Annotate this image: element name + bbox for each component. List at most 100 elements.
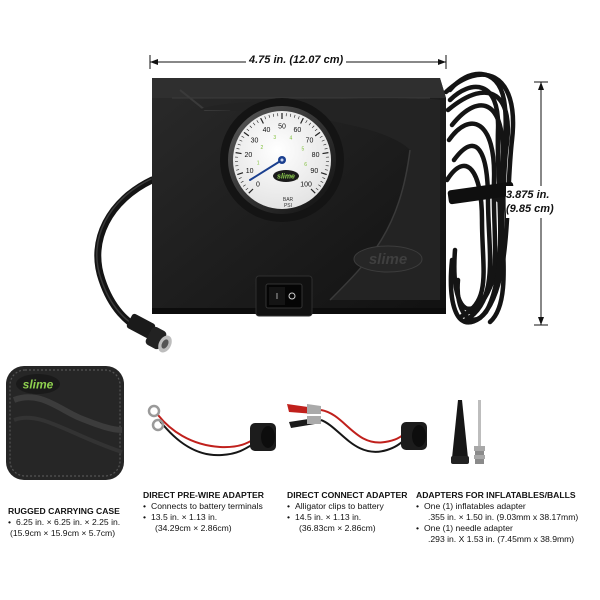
- gauge-brand-badge: [273, 170, 299, 182]
- gauge-minor-tick: [249, 125, 253, 129]
- gauge-psi-label: 20: [245, 152, 253, 159]
- gauge-needle: [249, 159, 283, 181]
- case-brand-text: slime: [23, 378, 54, 392]
- case-brand-badge: [16, 374, 60, 394]
- direct-caption-title: DIRECT CONNECT ADAPTER: [287, 490, 408, 500]
- height-dimension-label: 3.875 in. (9.85 cm): [506, 186, 554, 218]
- gauge-minor-tick: [239, 139, 243, 142]
- svg-text:slime: slime: [369, 251, 407, 268]
- inflatables-adapter: [451, 400, 469, 464]
- gauge-bar-label: 3: [273, 135, 276, 141]
- gauge-minor-tick: [308, 122, 312, 126]
- gauge-bar-label: 5: [302, 146, 305, 152]
- gauge-major-tick: [320, 172, 327, 176]
- gauge-minor-tick: [246, 128, 250, 132]
- gauge-minor-tick: [236, 169, 240, 171]
- adapters-caption-line: .355 in. × 1.50 in. (9.03mm x 38.17mm): [428, 512, 579, 522]
- prewire-caption-line: (34.29cm × 2.86cm): [155, 523, 232, 533]
- gauge-psi-label: 10: [246, 168, 254, 175]
- compressor-brand-logo: slime: [353, 245, 423, 273]
- case-caption-title: RUGGED CARRYING CASE: [8, 506, 120, 516]
- gauge-psi-label: 60: [294, 127, 302, 134]
- power-switch[interactable]: I: [255, 275, 313, 317]
- gauge-major-tick: [248, 188, 254, 194]
- gauge-minor-tick: [238, 177, 242, 179]
- gauge-minor-tick: [305, 120, 308, 124]
- adapters-caption-line: One (1) inflatables adapter: [416, 501, 578, 512]
- height-label-in: 3.875 in.: [506, 189, 550, 201]
- case-caption: RUGGED CARRYING CASE 6.25 in. × 6.25 in.…: [8, 506, 120, 539]
- gauge-minor-tick: [297, 116, 300, 120]
- case-caption-line: 6.25 in. × 6.25 in. × 2.25 in.: [8, 517, 120, 528]
- needle-adapter: [474, 400, 485, 464]
- case-caption-line: (15.9cm × 15.9cm × 5.7cm): [10, 528, 116, 538]
- prewire-caption-line: 13.5 in. × 1.13 in.: [143, 512, 264, 523]
- prewire-adapter: [147, 404, 276, 457]
- gauge-minor-tick: [318, 184, 322, 187]
- gauge-psi-label: 70: [306, 138, 314, 145]
- inflation-adapters: [451, 400, 485, 464]
- gauge-psi-label: 30: [251, 138, 259, 145]
- gauge-major-tick: [310, 188, 316, 194]
- gauge-bar-label: 1: [257, 160, 260, 166]
- gauge-minor-tick: [311, 125, 315, 129]
- gauge-minor-tick: [242, 184, 246, 187]
- gauge-bar-label: 6: [304, 162, 307, 168]
- gauge-bar-label: 7: [296, 176, 299, 182]
- adapters-caption-line: .293 in. X 1.53 in. (7.45mm x 38.9mm): [428, 534, 575, 544]
- direct-caption-line: (36.83cm × 2.86cm): [299, 523, 376, 533]
- power-cord-coil: [443, 71, 516, 325]
- hose-chuck: [126, 313, 172, 353]
- gauge-minor-tick: [236, 148, 240, 150]
- gauge-minor-tick: [289, 113, 292, 117]
- direct-caption: DIRECT CONNECT ADAPTER Alligator clips t…: [287, 490, 407, 534]
- gauge-psi-label: 40: [263, 127, 271, 134]
- adapters-caption-line: One (1) needle adapter: [416, 523, 578, 534]
- gauge-unit-bar: BAR: [283, 197, 294, 203]
- gauge-bar-label: 2: [261, 145, 264, 151]
- width-dimension-label: 4.75 in. (12.07 cm): [246, 54, 347, 66]
- gauge-major-tick: [322, 152, 329, 155]
- gauge-minor-tick: [268, 114, 271, 118]
- gauge-major-tick: [243, 131, 250, 137]
- gauge-brand-text: slime: [277, 174, 295, 181]
- gauge-minor-tick: [320, 180, 324, 183]
- gauge-minor-tick: [252, 122, 256, 126]
- gauge-minor-tick: [315, 187, 319, 191]
- gauge-psi-label: 90: [310, 168, 318, 175]
- gauge-psi-label: 100: [300, 182, 312, 189]
- gauge-minor-tick: [322, 177, 326, 179]
- gauge-major-tick: [300, 117, 304, 124]
- gauge-psi-label: 0: [256, 182, 260, 189]
- cord-strap: [447, 181, 515, 205]
- prewire-caption-line: Connects to battery terminals: [143, 501, 264, 512]
- gauge-bar-labels: 1 2 3 4 5 6 7: [257, 135, 308, 182]
- prewire-caption: DIRECT PRE-WIRE ADAPTER Connects to batt…: [143, 490, 264, 534]
- adapters-caption: ADAPTERS FOR INFLATABLES/BALLS One (1) i…: [416, 490, 578, 545]
- gauge-minor-tick: [237, 143, 241, 146]
- direct-caption-line: Alligator clips to battery: [287, 501, 407, 512]
- gauge-minor-tick: [321, 139, 325, 142]
- gauge-unit-psi: PSI: [284, 203, 292, 209]
- gauge-minor-tick: [256, 120, 259, 124]
- prewire-caption-title: DIRECT PRE-WIRE ADAPTER: [143, 490, 264, 500]
- gauge-major-tick: [260, 117, 264, 124]
- direct-caption-line: 14.5 in. × 1.13 in.: [287, 512, 407, 523]
- gauge-minor-tick: [293, 114, 296, 118]
- gauge-minor-tick: [264, 116, 267, 120]
- gauge-minor-tick: [323, 143, 327, 146]
- carrying-case: slime: [6, 366, 124, 480]
- gauge-major-tick: [235, 152, 242, 155]
- adapters-caption-title: ADAPTERS FOR INFLATABLES/BALLS: [416, 490, 576, 500]
- gauge-psi-label: 50: [278, 124, 286, 131]
- gauge-minor-tick: [319, 135, 323, 138]
- direct-connect-adapter: [287, 404, 427, 453]
- gauge-minor-tick: [245, 187, 249, 191]
- gauge-minor-tick: [241, 135, 245, 138]
- gauge-bar-label: 4: [289, 136, 292, 142]
- air-hose: [94, 176, 172, 353]
- gauge-minor-tick: [240, 180, 244, 183]
